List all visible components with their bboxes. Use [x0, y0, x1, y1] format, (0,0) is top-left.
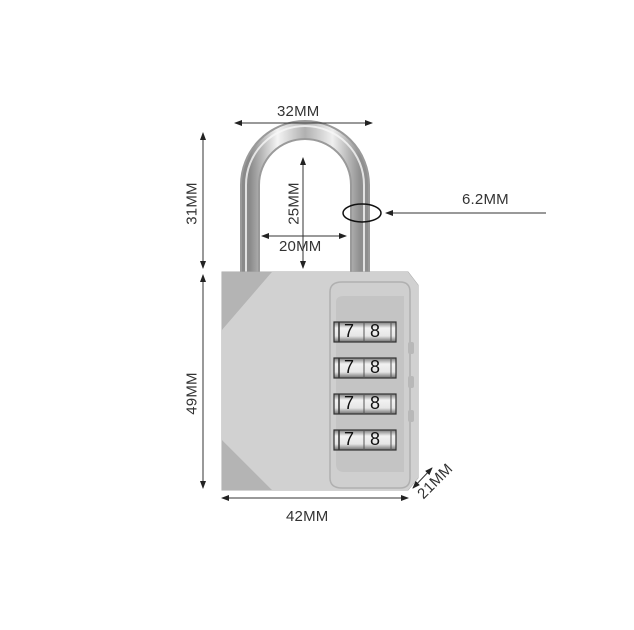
label-shackle-height: 31MM — [183, 182, 201, 225]
combination-dials — [333, 321, 397, 451]
shackle — [240, 120, 370, 275]
dial-digit: 8 — [370, 357, 381, 377]
label-shackle-diameter: 6.2MM — [462, 191, 509, 208]
label-shackle-inner-height: 25MM — [285, 182, 303, 225]
dim-line-21mm — [412, 467, 433, 489]
lock-body — [221, 271, 419, 491]
dimension-lines — [200, 120, 546, 501]
label-body-height: 49MM — [183, 372, 201, 415]
label-shackle-outer-width: 32MM — [277, 103, 320, 120]
dial-digit: 7 — [344, 429, 355, 449]
dial-3[interactable] — [333, 393, 397, 415]
dial-digit: 8 — [370, 429, 381, 449]
dial-2[interactable] — [333, 357, 397, 379]
dial-digit: 8 — [370, 393, 381, 413]
dial-digit: 8 — [370, 321, 381, 341]
label-body-width: 42MM — [286, 508, 329, 525]
dial-digit: 7 — [344, 393, 355, 413]
dial-digit: 7 — [344, 321, 355, 341]
diameter-ring — [342, 203, 382, 223]
dial-4[interactable] — [333, 429, 397, 451]
dial-digit: 7 — [344, 357, 355, 377]
label-shackle-inner-width: 20MM — [279, 238, 322, 255]
dial-1[interactable] — [333, 321, 397, 343]
